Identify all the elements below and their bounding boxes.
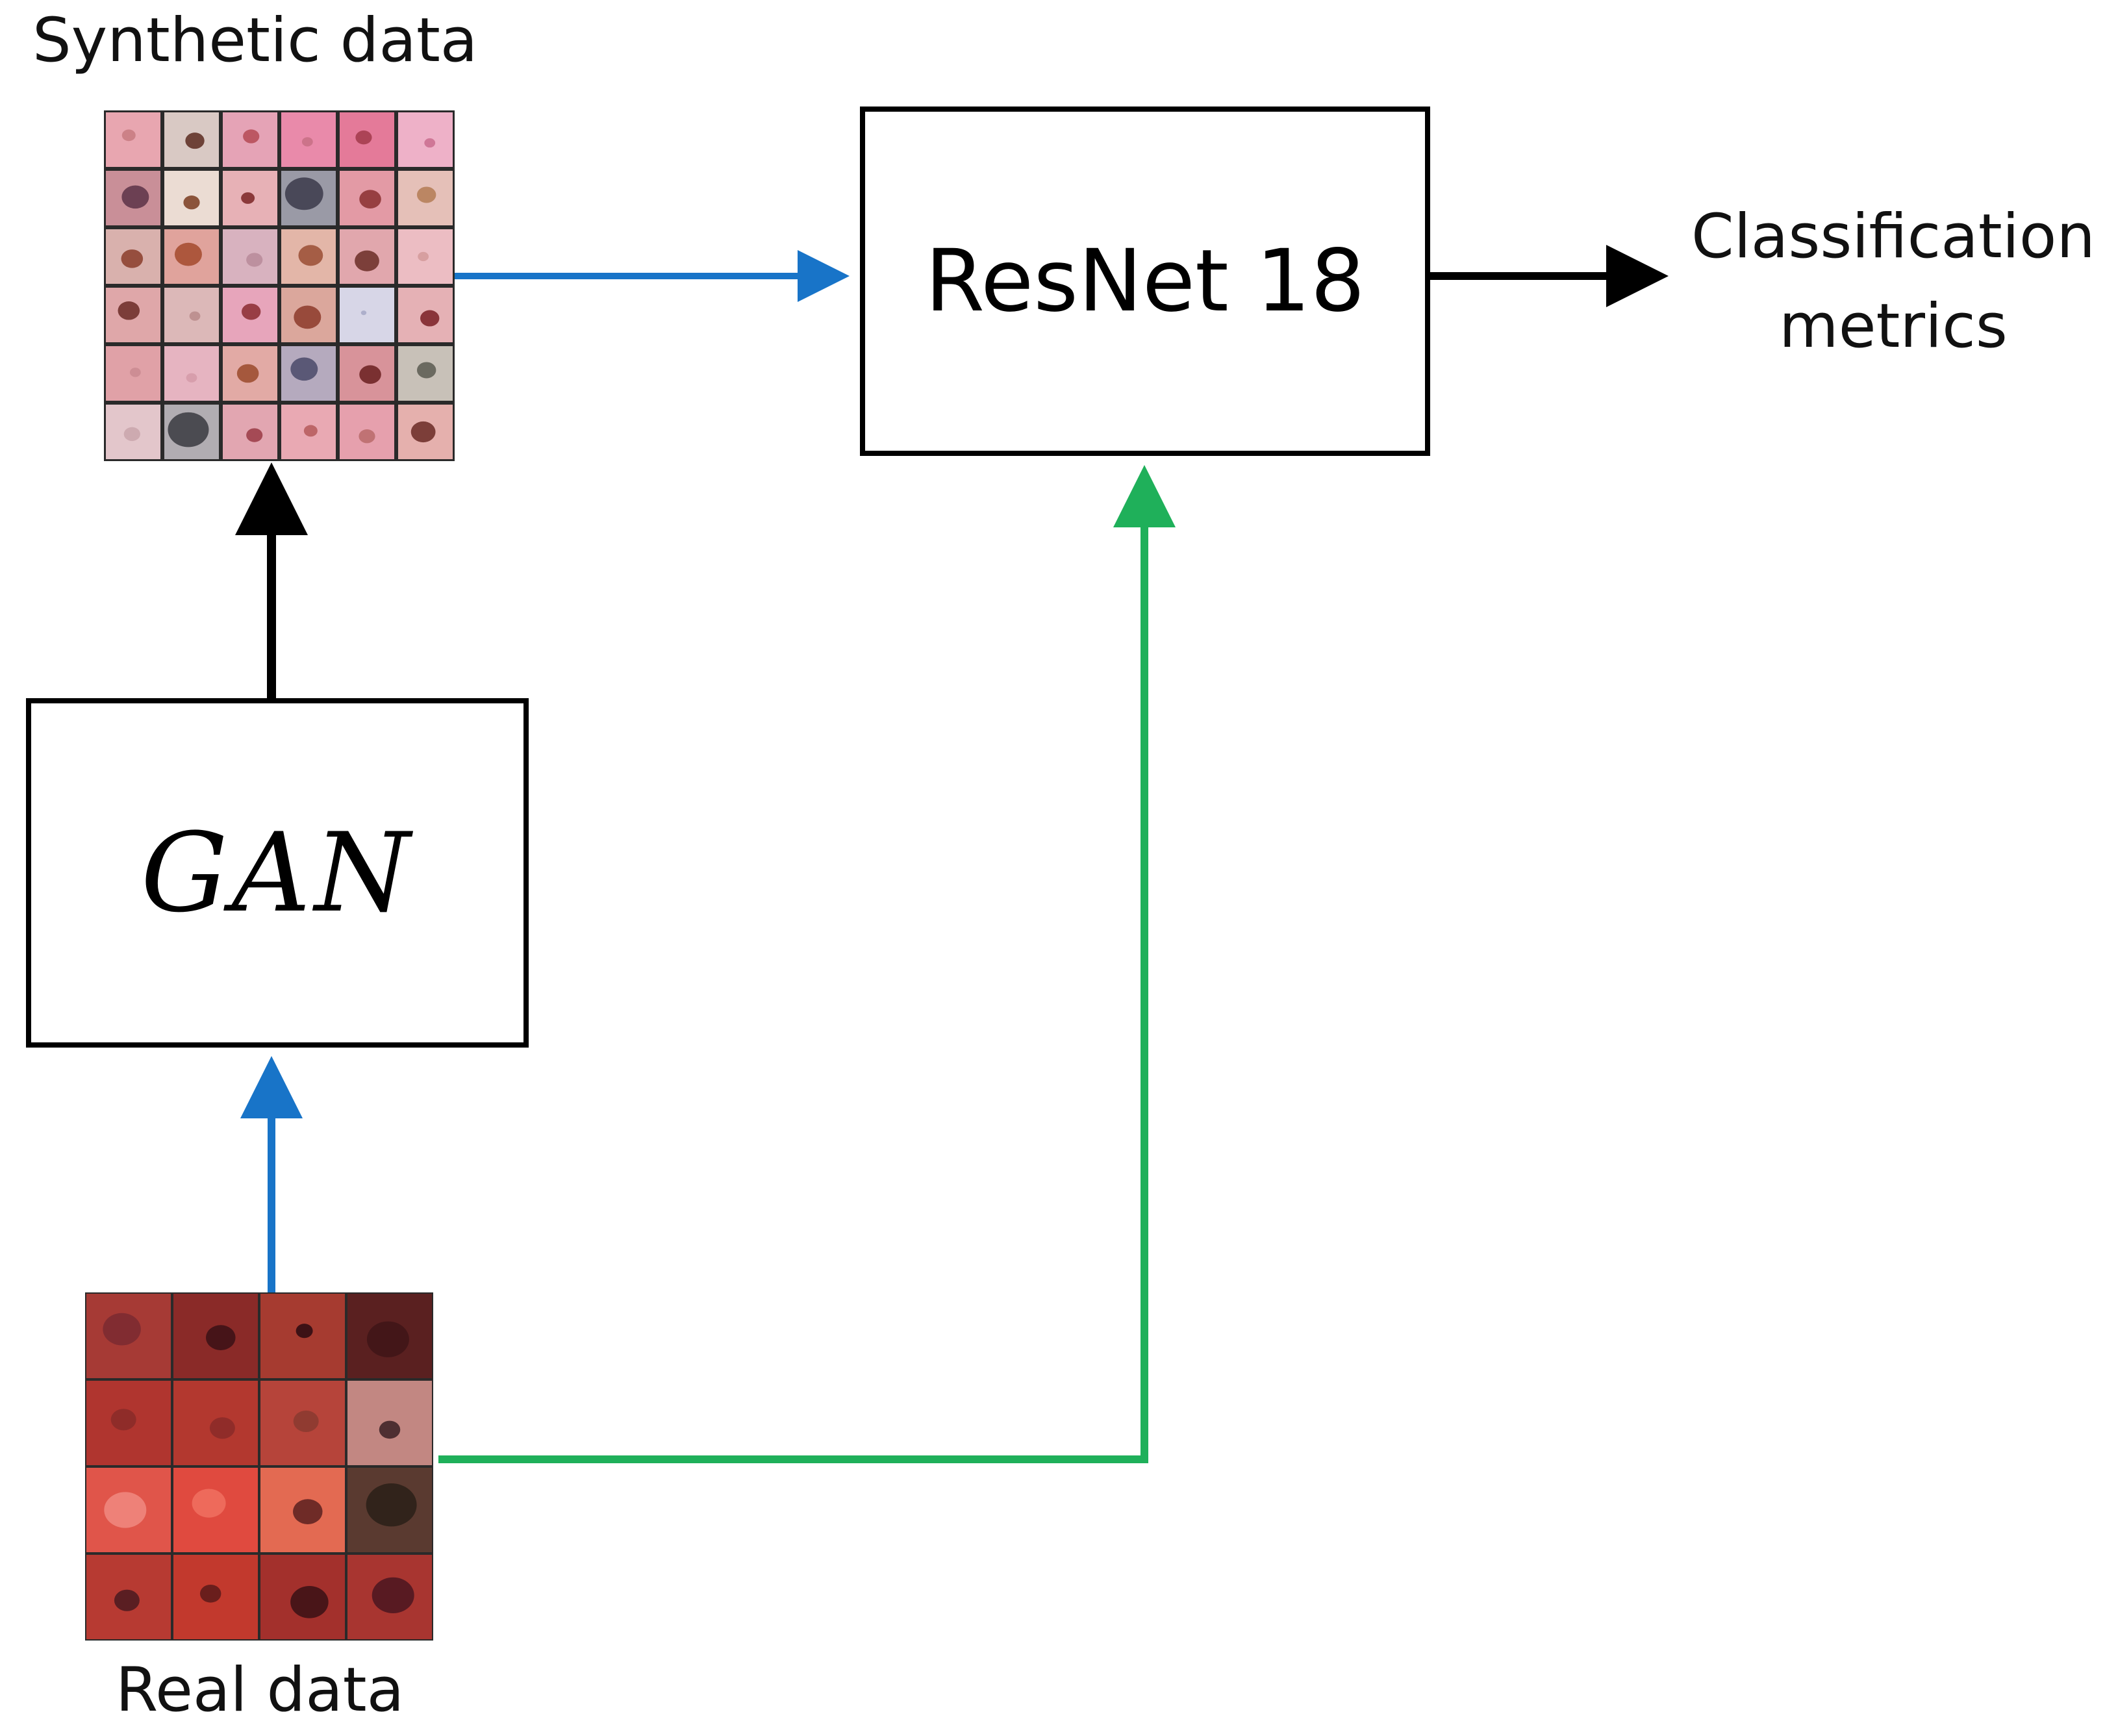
- synthetic-lesion-mark: [123, 427, 140, 442]
- real-lesion-mark: [199, 1584, 221, 1603]
- synthetic-lesion-mark: [129, 368, 141, 377]
- real-lesion-mark: [366, 1321, 409, 1357]
- real-lesion-mark: [366, 1483, 417, 1527]
- synthetic-lesion-mark: [359, 429, 375, 444]
- resnet-18-title: ResNet 18: [925, 231, 1365, 331]
- real-lesion-mark: [296, 1324, 313, 1339]
- real-data-image-grid: [85, 1292, 433, 1641]
- real-lesion-mark: [379, 1420, 401, 1439]
- synthetic-lesion-mark: [118, 301, 140, 320]
- real-data-label: Real data: [116, 1655, 405, 1726]
- real-lesion-mark: [206, 1325, 236, 1350]
- synthetic-lesion-mark: [243, 129, 260, 144]
- synthetic-lesion-mark: [420, 310, 440, 327]
- synthetic-lesion-mark: [416, 186, 436, 203]
- synthetic-lesion-mark: [284, 177, 323, 210]
- synthetic-lesion-mark: [418, 251, 429, 262]
- synthetic-lesion-mark: [416, 362, 436, 379]
- synthetic-lesion-mark: [294, 305, 321, 329]
- synthetic-lesion-mark: [241, 192, 255, 204]
- synthetic-lesion-mark: [301, 137, 313, 147]
- synthetic-lesion-mark: [189, 311, 201, 321]
- real-lesion-mark: [293, 1410, 319, 1432]
- real-lesion-mark: [290, 1585, 329, 1618]
- synthetic-lesion-mark: [121, 249, 144, 268]
- synthetic-lesion-mark: [241, 303, 261, 320]
- synthetic-lesion-mark: [185, 132, 205, 149]
- synthetic-lesion-mark: [174, 242, 202, 266]
- synthetic-grid-frame: [104, 110, 455, 461]
- synthetic-lesion-mark: [360, 310, 367, 316]
- synthetic-lesion-mark: [236, 364, 259, 383]
- synthetic-lesion-mark: [186, 373, 197, 383]
- gan-title: GAN: [140, 809, 414, 937]
- synthetic-lesion-mark: [168, 412, 209, 447]
- real-lesion-mark: [209, 1417, 235, 1439]
- synthetic-data-label: Synthetic data: [32, 5, 478, 76]
- synthetic-lesion-mark: [355, 250, 379, 271]
- synthetic-lesion-mark: [121, 185, 149, 209]
- classification-metrics-label: Classification metrics: [1691, 201, 2095, 362]
- real-lesion-mark: [103, 1313, 141, 1346]
- synthetic-thumbnail: [340, 288, 394, 342]
- real-lesion-mark: [372, 1577, 414, 1614]
- synthetic-lesion-mark: [359, 365, 381, 384]
- arrow-real-to-resnet: [438, 465, 1176, 1463]
- real-lesion-mark: [114, 1589, 140, 1611]
- real-lesion-mark: [293, 1499, 323, 1524]
- synthetic-lesion-mark: [359, 190, 381, 208]
- gan-node: GAN: [26, 698, 529, 1048]
- real-lesion-mark: [192, 1489, 226, 1518]
- synthetic-lesion-mark: [121, 129, 136, 142]
- synthetic-thumbnail: [398, 112, 453, 167]
- synthetic-lesion-mark: [183, 195, 200, 210]
- synthetic-lesion-mark: [290, 357, 318, 381]
- synthetic-lesion-mark: [355, 130, 372, 145]
- synthetic-lesion-mark: [424, 138, 436, 148]
- resnet-18-node: ResNet 18: [860, 107, 1430, 456]
- synthetic-lesion-mark: [303, 425, 318, 437]
- real-lesion-mark: [110, 1409, 136, 1431]
- synthetic-data-image-grid: [104, 110, 455, 461]
- synthetic-lesion-mark: [298, 245, 323, 266]
- synthetic-lesion-mark: [410, 421, 436, 443]
- synthetic-lesion-mark: [246, 253, 263, 267]
- synthetic-lesion-mark: [246, 428, 263, 442]
- real-lesion-mark: [104, 1492, 147, 1528]
